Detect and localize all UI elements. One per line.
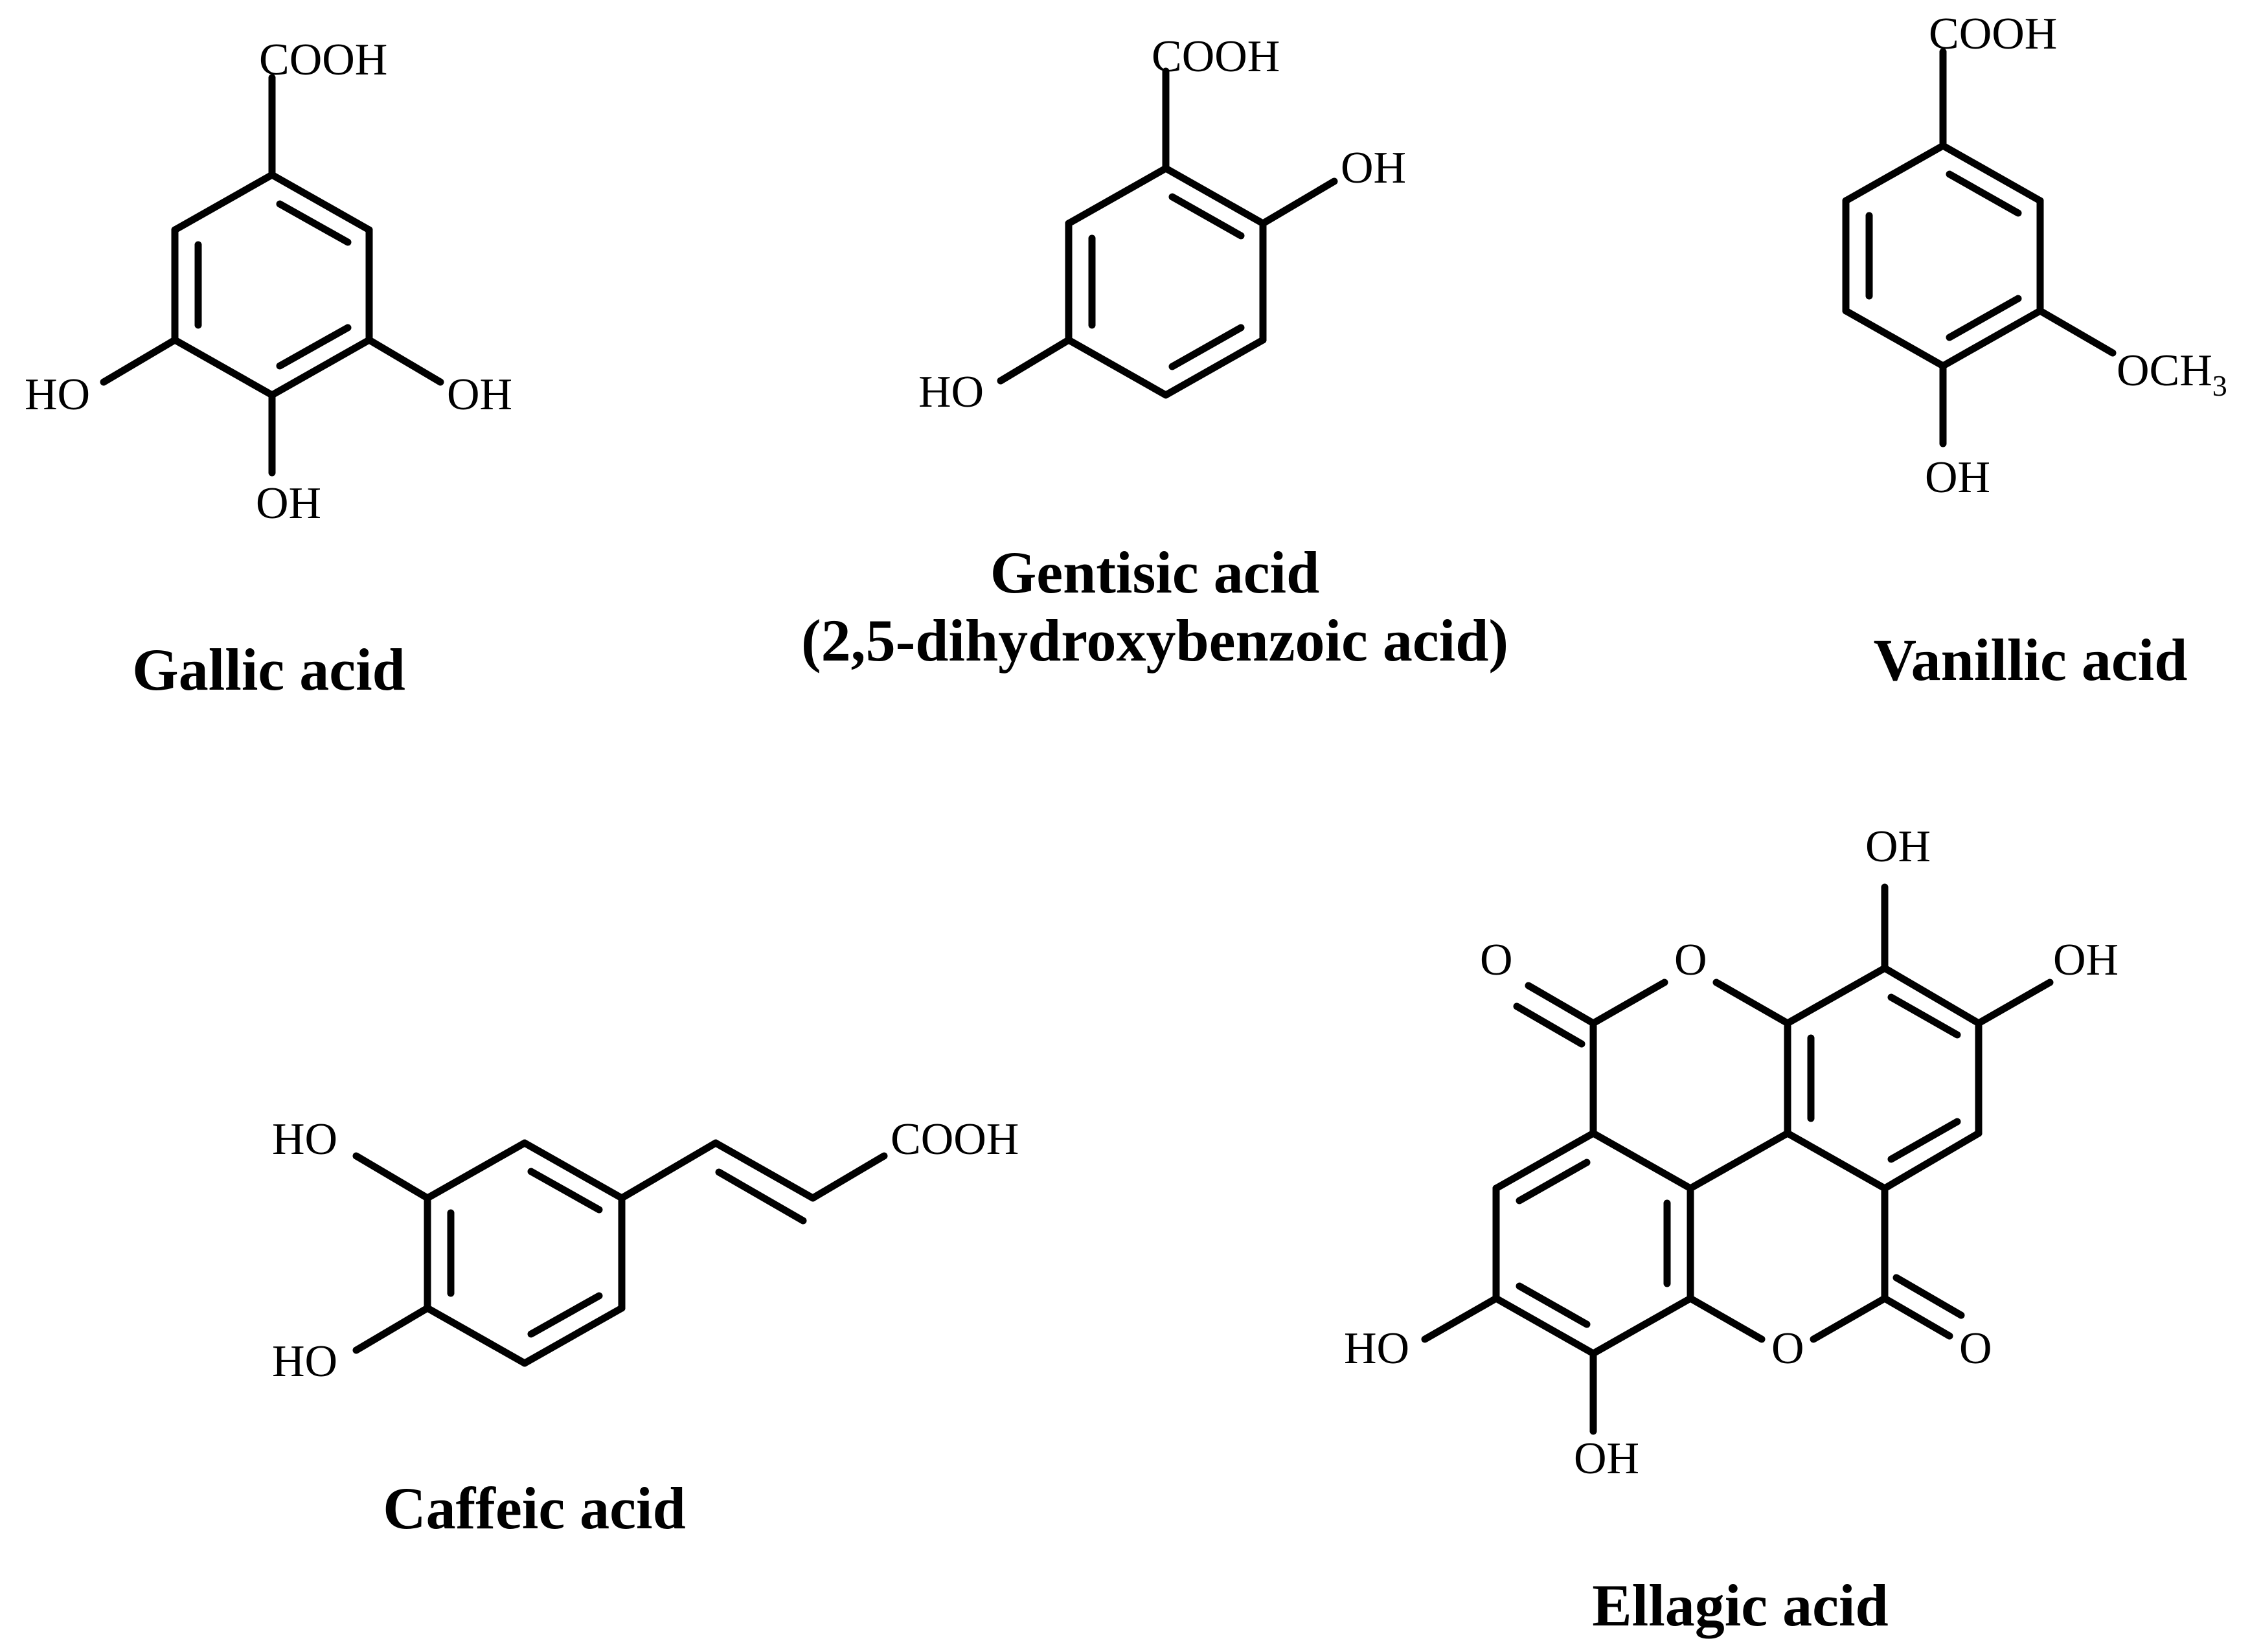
- caffeic-acid-structure: HO HO COOH Caffeic acid: [272, 1115, 1019, 1541]
- gallic-oh-right-label: OH: [447, 370, 512, 420]
- caffeic-oh-top-label: HO: [272, 1115, 337, 1164]
- gentisic-cooh-label: COOH: [1152, 32, 1280, 82]
- gallic-acid-bonds: [100, 74, 444, 477]
- gentisic-acid-name: Gentisic acid: [990, 539, 1320, 605]
- vanillic-oh-bottom-label: OH: [1925, 453, 1990, 503]
- gallic-cooh-label: COOH: [259, 35, 387, 85]
- ellagic-oh-top-label: OH: [1865, 822, 1931, 872]
- ellagic-acid-structure: OH OH O O HO O O OH Ellagic acid: [1344, 822, 2119, 1638]
- gallic-acid-structure: COOH HO OH OH Gallic acid: [25, 35, 512, 703]
- gentisic-oh-left-label: HO: [918, 367, 984, 417]
- vanillic-acid-structure: COOH OCH3 OH Vanillic acid: [1842, 9, 2227, 693]
- vanillic-acid-name: Vanillic acid: [1874, 627, 2188, 693]
- vanillic-och-text: OCH: [2117, 346, 2212, 396]
- ellagic-keto-o-top-label: O: [1480, 935, 1513, 985]
- ellagic-keto-o-bottom-label: O: [1959, 1324, 1992, 1374]
- ellagic-oh-right-label: OH: [2053, 935, 2119, 985]
- gallic-oh-bottom-label: OH: [256, 479, 321, 528]
- ellagic-oh-bottom-label: OH: [1574, 1434, 1639, 1484]
- caffeic-acid-name: Caffeic acid: [383, 1475, 686, 1541]
- caffeic-cooh-label: COOH: [891, 1115, 1019, 1164]
- ellagic-oh-left-label: HO: [1344, 1324, 1409, 1374]
- vanillic-cooh-label: COOH: [1929, 9, 2057, 59]
- ellagic-ring-o-bottom-label: O: [1771, 1324, 1804, 1374]
- caffeic-acid-bonds: [352, 1139, 888, 1367]
- caffeic-oh-bottom-label: HO: [272, 1337, 337, 1386]
- vanillic-och-subscript: 3: [2212, 369, 2227, 402]
- gentisic-acid-name-line2: (2,5-dihydroxybenzoic acid): [801, 607, 1508, 673]
- ellagic-ring-o-top-label: O: [1674, 935, 1707, 985]
- vanillic-och3-label: OCH3: [2117, 346, 2227, 402]
- gallic-acid-name: Gallic acid: [132, 637, 405, 703]
- ellagic-acid-name: Ellagic acid: [1592, 1572, 1888, 1638]
- gentisic-acid-structure: COOH OH HO Gentisic acid (2,5-dihydroxyb…: [801, 32, 1508, 673]
- gentisic-oh-right-label: OH: [1341, 143, 1406, 193]
- gallic-oh-left-label: HO: [25, 370, 90, 420]
- vanillic-acid-bonds: [1842, 48, 2117, 447]
- gentisic-acid-bonds: [997, 67, 1338, 399]
- ellagic-acid-bonds: [1421, 883, 2054, 1435]
